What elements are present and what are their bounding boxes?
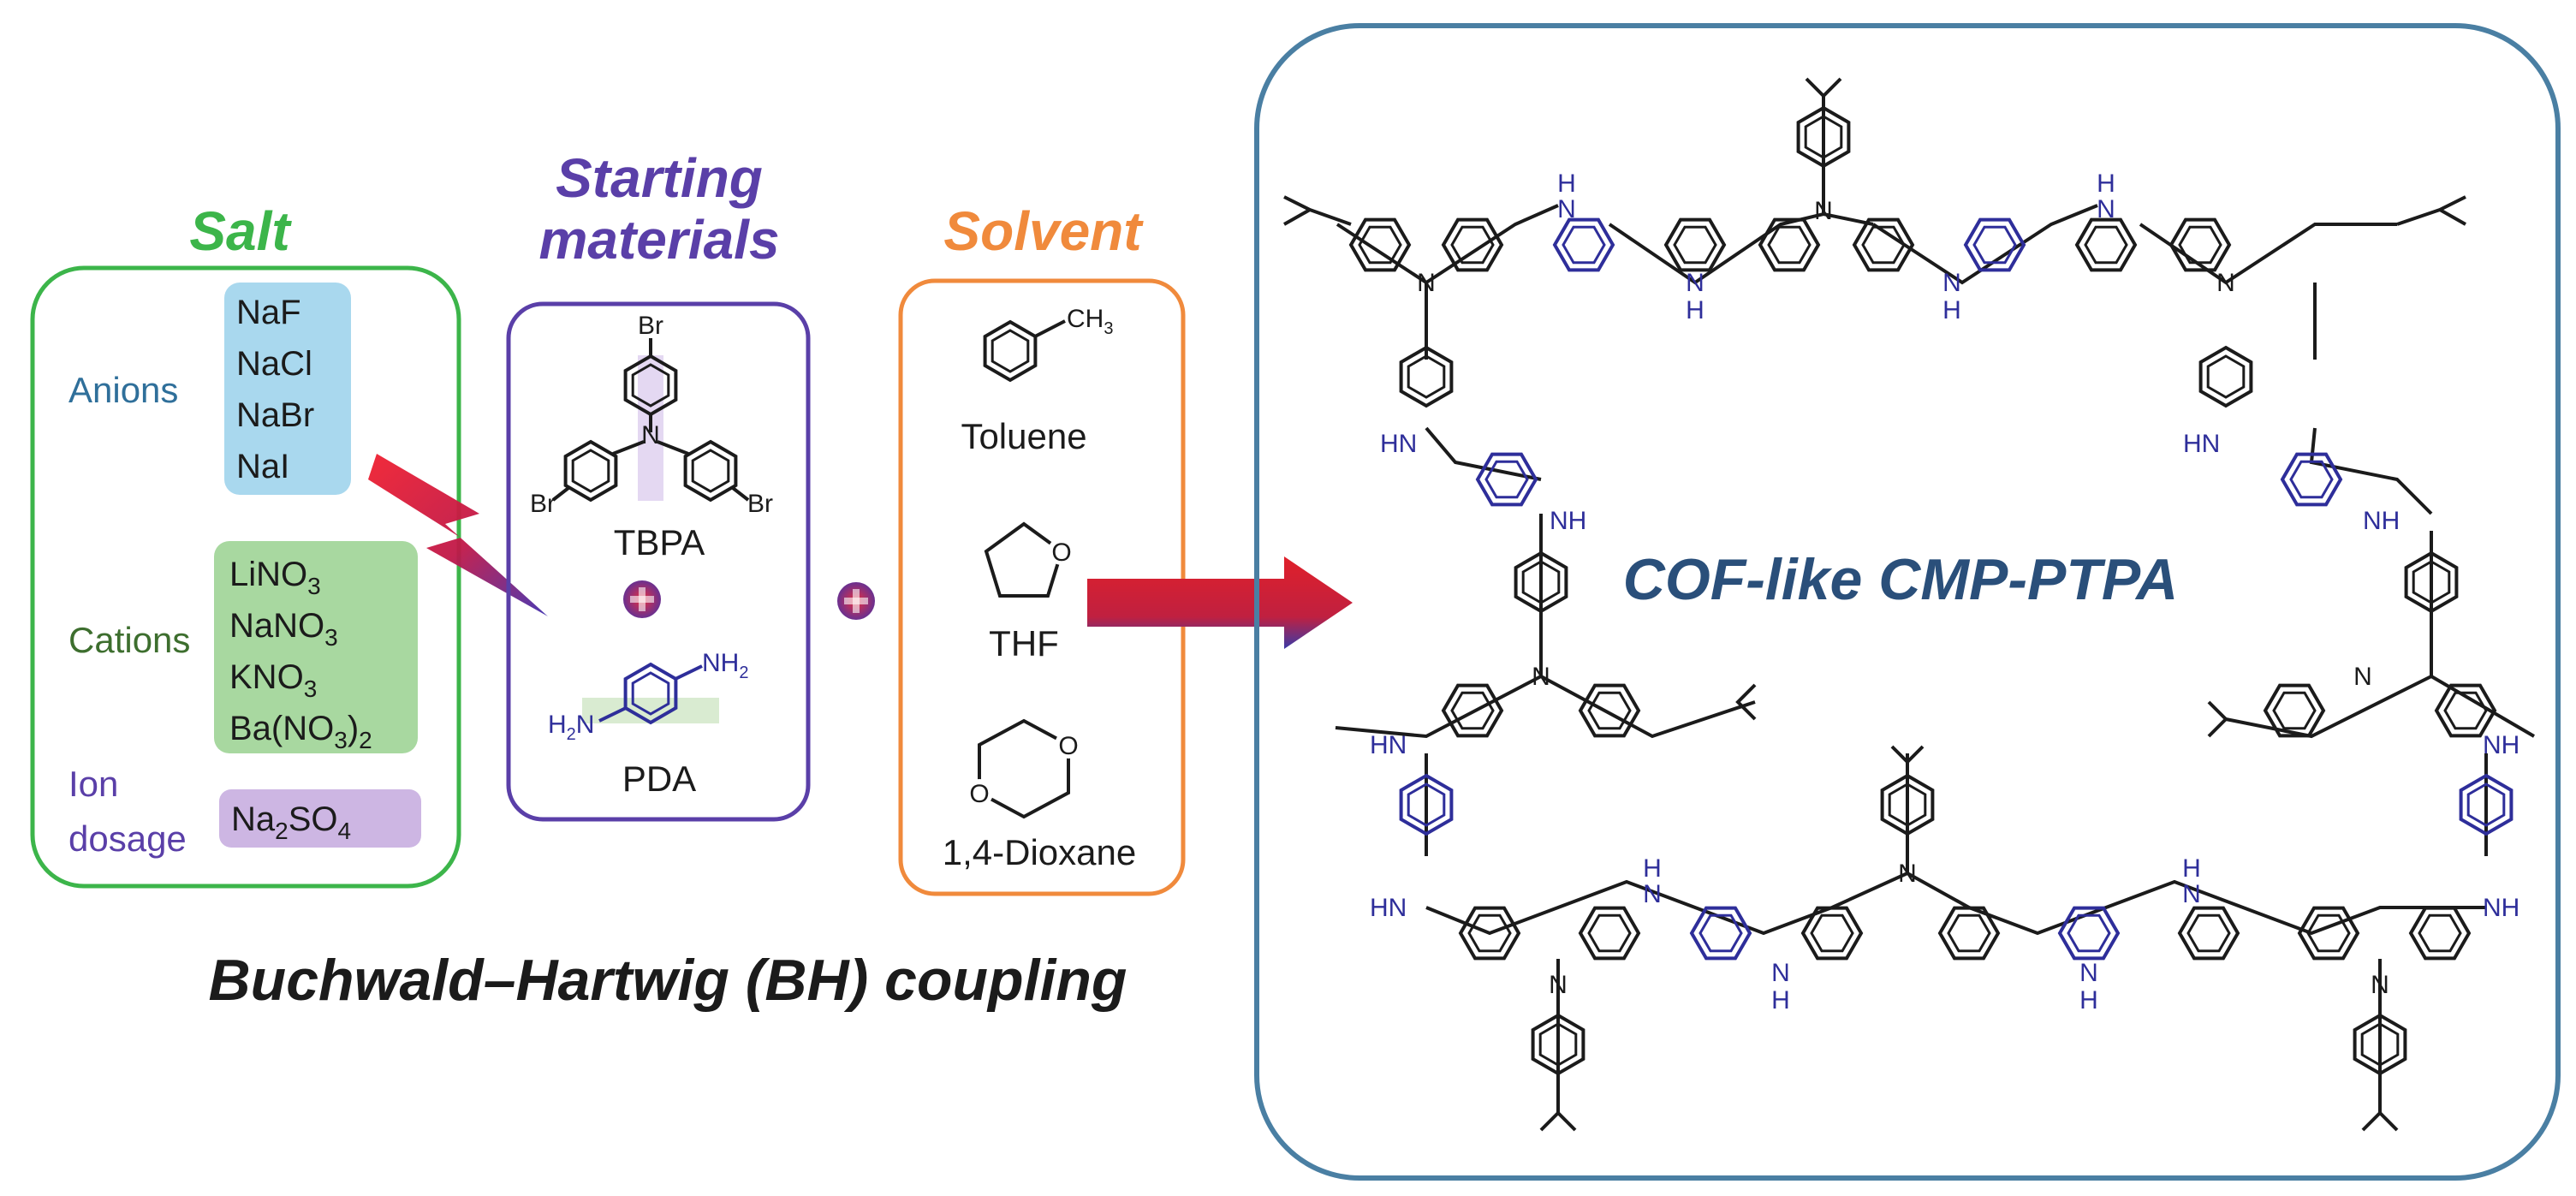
dioxane-o-2: O	[969, 780, 989, 808]
product-nh: NH	[2483, 731, 2519, 759]
thf-structure	[984, 521, 1064, 598]
product-n: N	[1814, 197, 1833, 225]
product-h: H	[2097, 170, 2115, 198]
anions-label: Anions	[68, 370, 178, 410]
salt-title: Salt	[189, 200, 292, 262]
salt-panel: Salt Anions NaF NaCl NaBr NaI Cations Li…	[30, 200, 461, 889]
tbpa-br-left: Br	[530, 490, 556, 518]
product-n: N	[1686, 269, 1704, 297]
plus-icon	[837, 582, 875, 620]
product-n: N	[1643, 880, 1662, 908]
pda-structure	[582, 663, 719, 724]
starting-materials-title-1: Starting	[556, 147, 763, 209]
cation-item: NaNO3	[229, 607, 338, 651]
dioxane-o-1: O	[1058, 732, 1078, 760]
thf-o: O	[1051, 538, 1071, 567]
product-h: H	[1686, 296, 1704, 324]
starting-materials-title-2: materials	[538, 209, 779, 271]
product-n: N	[2182, 880, 2201, 908]
product-n: N	[2353, 663, 2372, 691]
reaction-arrow-icon	[1087, 556, 1353, 649]
product-n: N	[1557, 195, 1576, 223]
toluene-ch3: CH3	[1067, 305, 1113, 338]
product-hn: HN	[2183, 430, 2220, 458]
solvent-title: Solvent	[943, 200, 1144, 262]
pda-nh2: NH2	[702, 649, 748, 682]
starting-materials-box	[506, 301, 811, 822]
anion-item: NaCl	[236, 345, 312, 383]
product-h: H	[2079, 986, 2098, 1015]
tbpa-label: TBPA	[614, 522, 705, 562]
product-n: N	[2097, 195, 2115, 223]
tbpa-structure	[551, 338, 750, 502]
anions-highlight	[224, 283, 351, 495]
product-n: N	[1532, 663, 1550, 691]
pda-h2n: H2N	[548, 711, 594, 744]
branch-terminals	[1283, 77, 2466, 1132]
dioxane-structure	[978, 718, 1070, 819]
product-hn: HN	[1380, 430, 1417, 458]
product-box	[1254, 23, 2561, 1181]
cations-label: Cations	[68, 620, 190, 660]
product-h: H	[1771, 986, 1790, 1015]
product-panel: COF-like CMP-PTPA	[1254, 23, 2561, 1181]
cations-highlight	[214, 541, 418, 753]
ion-dosage-label-1: Ion	[68, 764, 118, 804]
product-n: N	[2371, 971, 2389, 999]
product-nh: NH	[1550, 507, 1586, 535]
product-h: H	[1557, 170, 1576, 198]
reaction-name: Buchwald–Hartwig (BH) coupling	[209, 948, 1127, 1013]
product-n: N	[1417, 269, 1436, 297]
cation-item: LiNO3	[229, 556, 321, 599]
product-hn: HN	[1370, 731, 1407, 759]
cation-item: Ba(NO3)2	[229, 710, 372, 753]
cation-item: KNO3	[229, 658, 317, 702]
starting-materials-panel: Starting materials Br N Br Br TBPA	[506, 147, 811, 822]
tbpa-n: N	[641, 421, 660, 449]
plus-icon	[623, 580, 661, 618]
product-n: N	[1942, 269, 1961, 297]
product-h: H	[1942, 296, 1961, 324]
tbpa-br-right: Br	[747, 490, 773, 518]
toluene-structure	[983, 319, 1066, 382]
toluene-label: Toluene	[961, 416, 1086, 456]
product-title: COF-like CMP-PTPA	[1623, 547, 2179, 612]
product-n: N	[1771, 959, 1790, 987]
solvent-panel: Solvent CH3 Toluene O THF O O 1,4-Dioxan…	[898, 200, 1186, 896]
product-nh: NH	[2483, 894, 2519, 922]
dosage-highlight	[219, 789, 421, 848]
anion-item: NaF	[236, 294, 301, 331]
dioxane-label: 1,4-Dioxane	[943, 832, 1136, 872]
lightning-bolt-icon	[368, 454, 548, 616]
ion-dosage-label-2: dosage	[68, 818, 187, 859]
product-hn: HN	[1370, 894, 1407, 922]
thf-label: THF	[989, 623, 1059, 663]
anion-item: NaI	[236, 448, 289, 485]
product-n: N	[1898, 860, 1917, 888]
product-h: H	[1643, 854, 1662, 883]
dosage-item: Na2SO4	[231, 800, 351, 844]
product-n: N	[2079, 959, 2098, 987]
product-n: N	[2216, 269, 2235, 297]
pda-label: PDA	[622, 759, 696, 799]
product-h: H	[2182, 854, 2201, 883]
product-n: N	[1549, 971, 1568, 999]
anion-item: NaBr	[236, 396, 314, 434]
tbpa-br-top: Br	[638, 312, 663, 340]
salt-box	[30, 265, 461, 889]
product-nh: NH	[2363, 507, 2400, 535]
